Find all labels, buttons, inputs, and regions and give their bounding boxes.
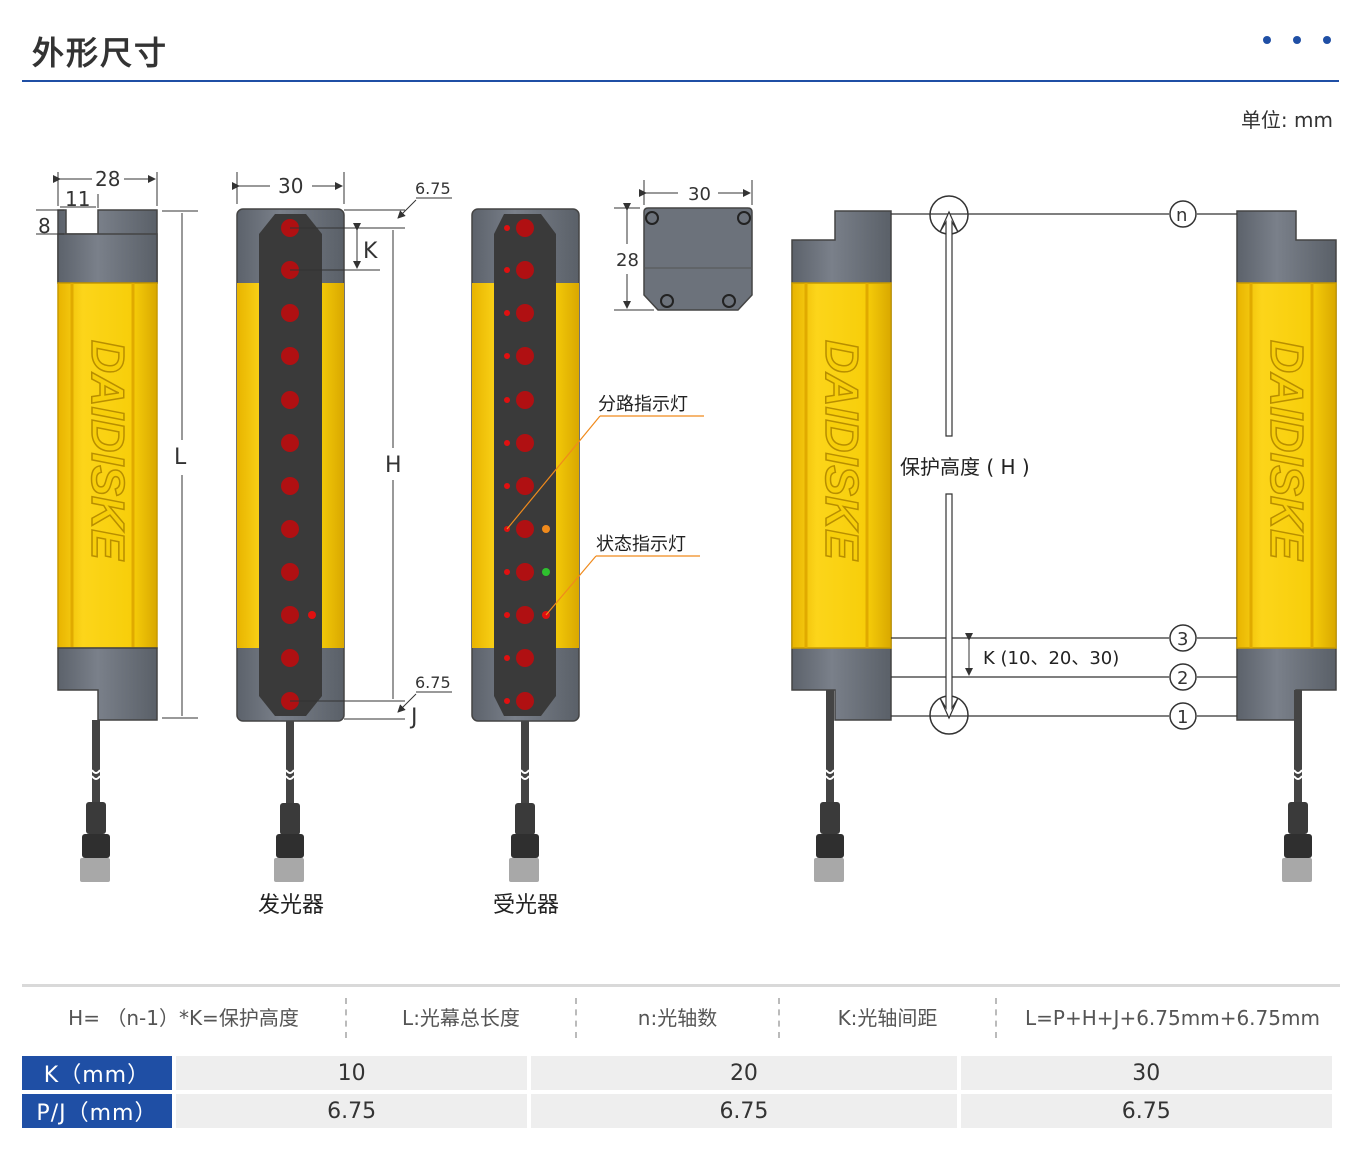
end-cap-width: 30 — [688, 184, 711, 205]
dim-pitch-bottom: 6.75 — [415, 673, 451, 692]
formula-l: L:光幕总长度 — [347, 997, 577, 1038]
pair-left-unit — [791, 210, 892, 882]
row-head-pj: P/J（mm） — [22, 1094, 172, 1128]
table-row: P/J（mm） 6.75 6.75 6.75 — [22, 1094, 1332, 1128]
protect-height-label: 保护高度 ( H ) — [900, 455, 1030, 479]
emitter-side-view: DAIDISKE — [36, 172, 198, 882]
beam-label-n: n — [1176, 205, 1187, 226]
dim-letter-L: L — [174, 445, 187, 470]
end-cap-view — [614, 180, 753, 311]
beam-label-2: 2 — [1177, 668, 1188, 689]
pair-beams — [891, 195, 1237, 735]
row-head-k: K（mm） — [22, 1056, 172, 1090]
receiver-front-view — [471, 208, 704, 882]
dim-letter-K: K — [363, 239, 378, 264]
dim-offset: 11 — [65, 187, 90, 211]
end-cap-height: 28 — [616, 250, 639, 271]
emitter-front-view — [232, 172, 452, 882]
cell-k-10: 10 — [175, 1056, 528, 1090]
pair-left-brand: DAIDISKE — [816, 340, 868, 561]
beam-label-3: 3 — [1177, 629, 1188, 650]
unit-label: 单位: mm — [1240, 108, 1333, 132]
title-dots — [1263, 36, 1331, 44]
formula-h: H= （n-1）*K=保护高度 — [22, 997, 347, 1038]
pair-right-brand: DAIDISKE — [1261, 340, 1313, 561]
branch-indicator-label: 分路指示灯 — [598, 394, 688, 415]
dim-width-side: 28 — [95, 167, 120, 191]
emitter-side-brand: DAIDISKE — [82, 340, 134, 561]
cell-pj-1: 6.75 — [175, 1094, 528, 1128]
dim-letter-H: H — [385, 453, 402, 478]
page-title: 外形尺寸 — [32, 34, 169, 72]
dimension-diagram: DAIDISKE 28 11 8 L — [36, 167, 1337, 918]
title-rule — [22, 80, 1339, 82]
dim-step: 8 — [38, 214, 51, 238]
status-indicator-label: 状态指示灯 — [596, 534, 686, 555]
beam-label-1: 1 — [1177, 707, 1188, 728]
k-note: K (10、20、30) — [983, 648, 1119, 669]
dim-width-front: 30 — [278, 174, 303, 198]
formula-row: H= （n-1）*K=保护高度 L:光幕总长度 n:光轴数 K:光轴间距 L=P… — [22, 984, 1340, 1048]
table-row: K（mm） 10 20 30 — [22, 1056, 1332, 1090]
cell-k-30: 30 — [960, 1056, 1332, 1090]
formula-l-total: L=P+H+J+6.75mm+6.75mm — [1025, 1005, 1320, 1030]
pair-right-unit — [1236, 210, 1337, 882]
spec-table: K（mm） 10 20 30 P/J（mm） 6.75 6.75 6.75 — [18, 1052, 1336, 1132]
dim-pitch-top: 6.75 — [415, 179, 451, 198]
formula-n: n:光轴数 — [577, 997, 780, 1038]
receiver-label: 受光器 — [493, 893, 559, 918]
dim-letter-J: J — [409, 705, 418, 730]
cell-pj-2: 6.75 — [531, 1094, 957, 1128]
cell-pj-3: 6.75 — [960, 1094, 1332, 1128]
formula-k: K:光轴间距 — [780, 997, 997, 1038]
cell-k-20: 20 — [531, 1056, 957, 1090]
emitter-label: 发光器 — [258, 893, 324, 918]
